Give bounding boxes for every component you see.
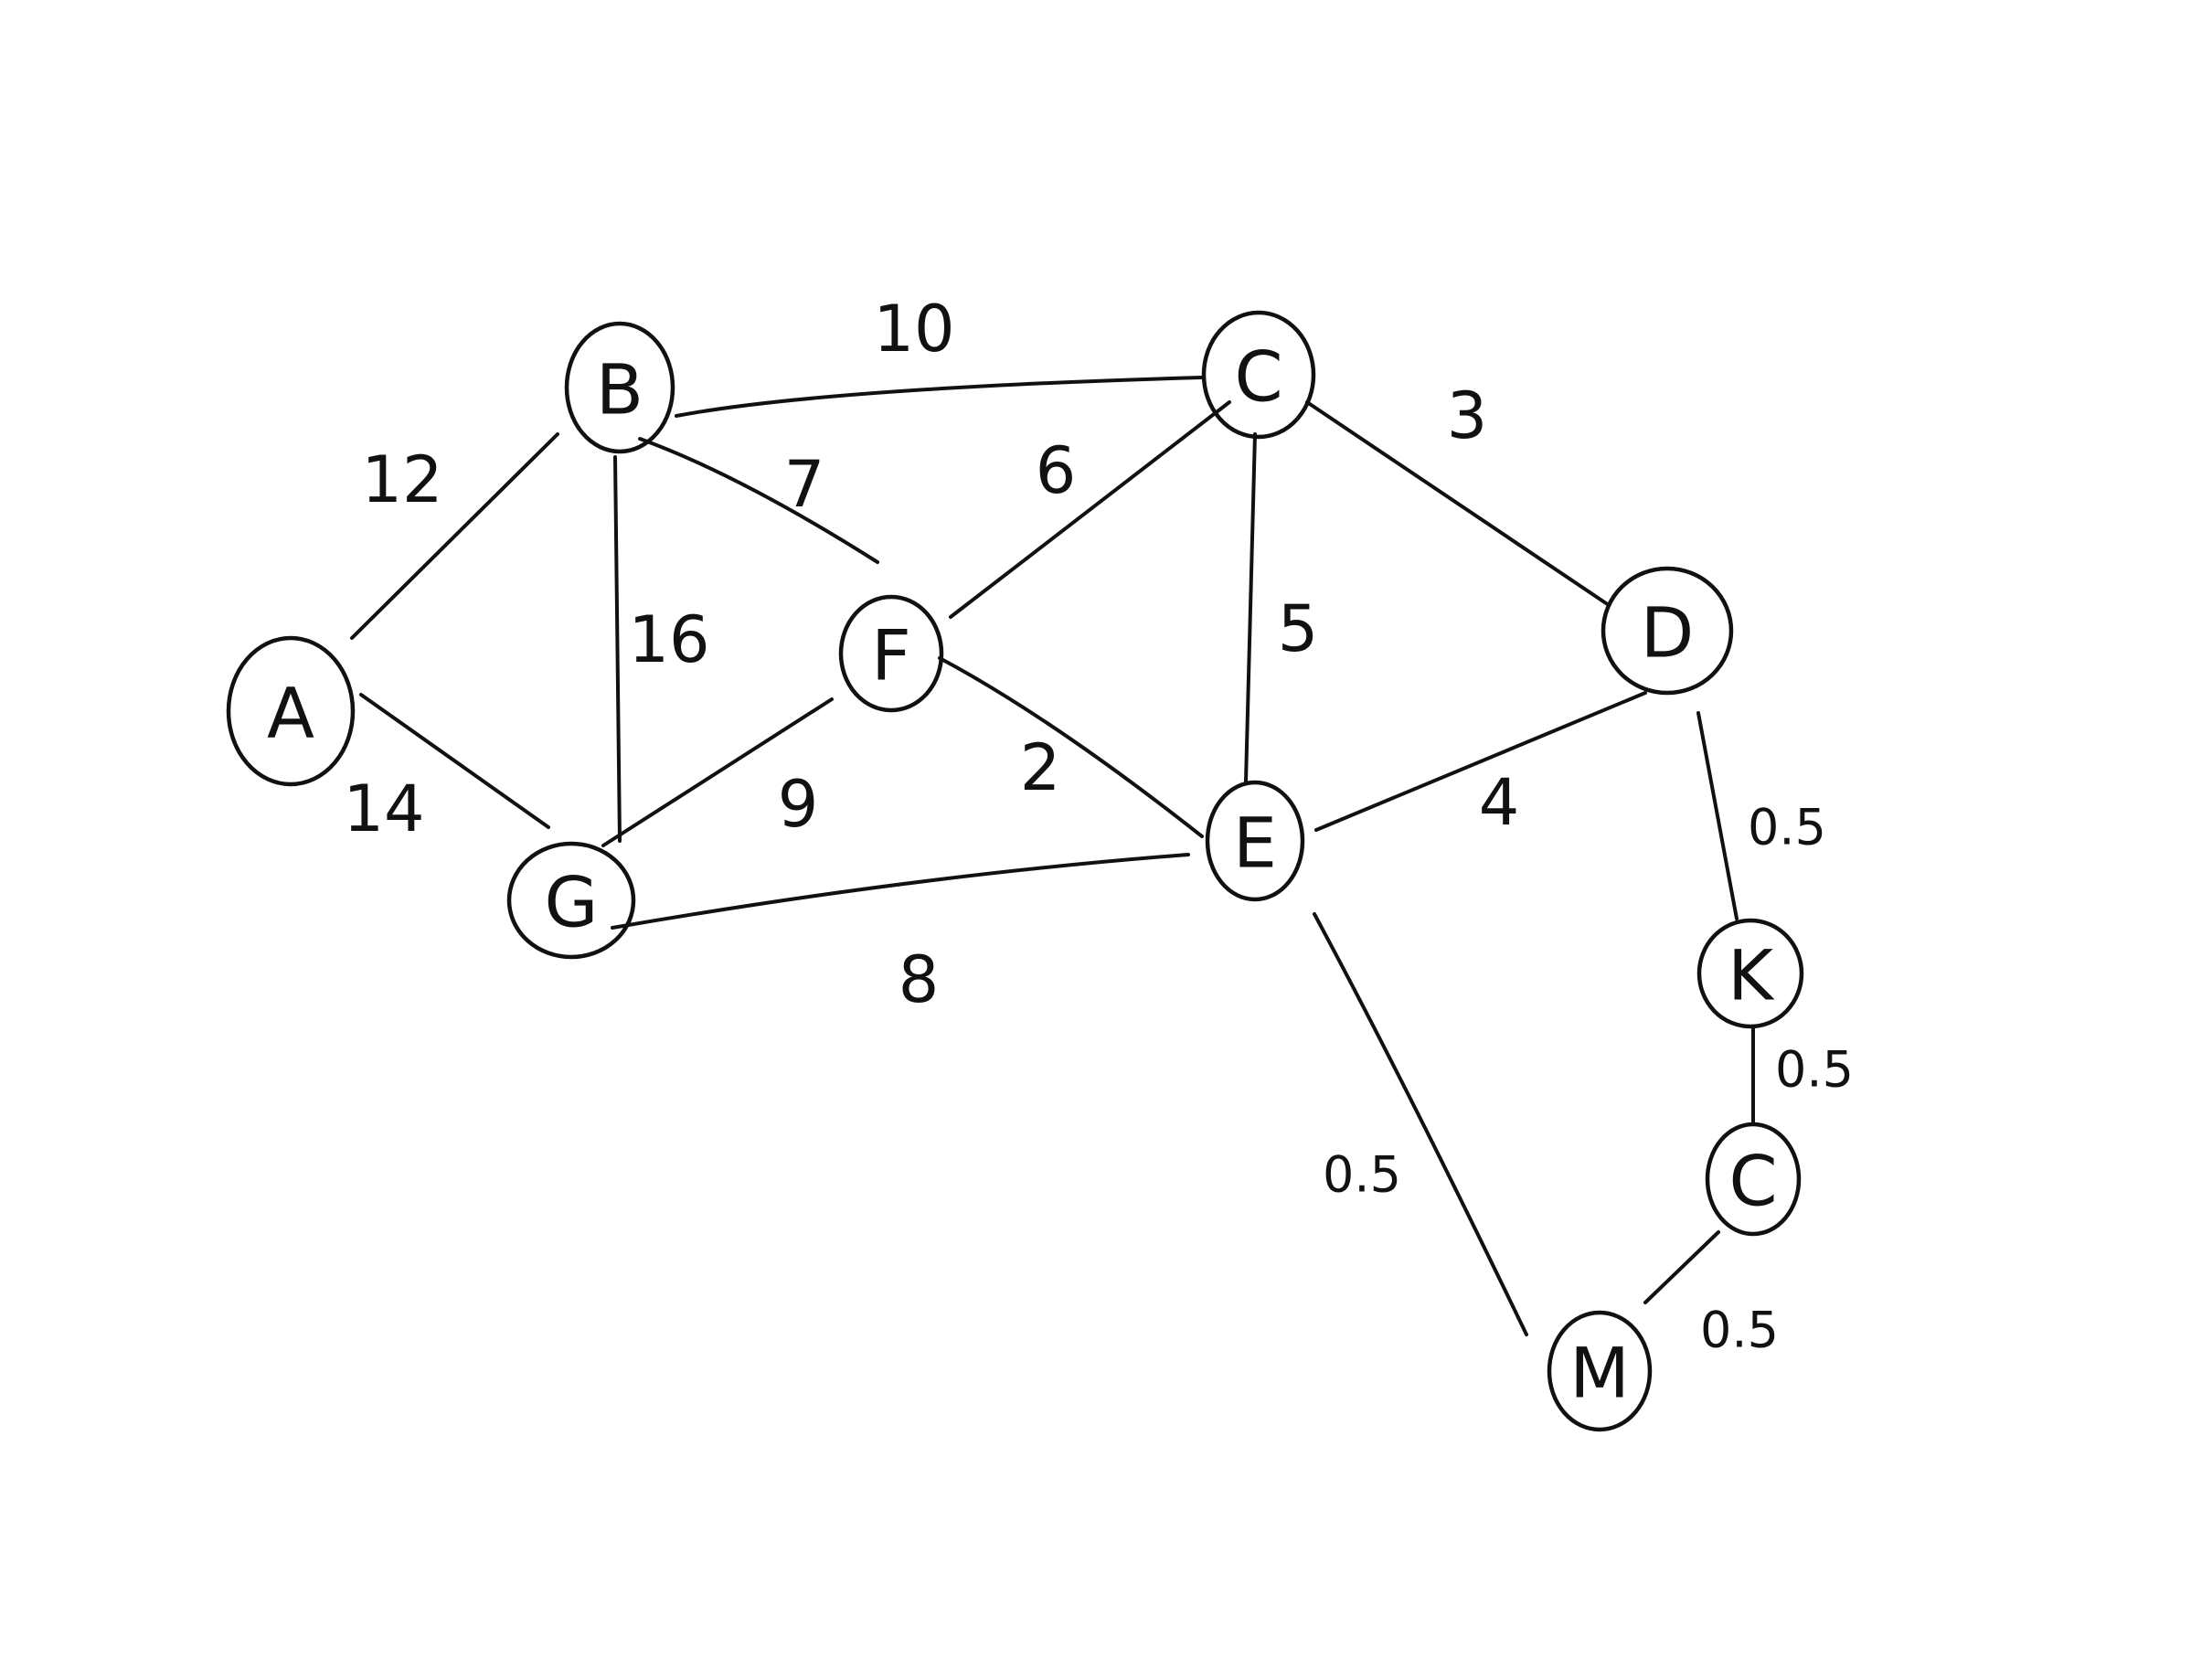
node-label-f: F [871,615,911,697]
edge-e-d [1314,691,1647,832]
node-label-k: K [1728,935,1775,1016]
edge-weight-f-e: 2 [1020,730,1061,805]
edge-weight-e-m: 0.5 [1323,1146,1401,1204]
edge-a-g [359,693,550,829]
node-label-d: D [1641,592,1695,674]
edge-e-m [1313,912,1528,1336]
edges-layer [350,376,1755,1336]
edge-weight-f-g: 9 [778,767,819,842]
node-label-b: B [596,349,643,431]
edge-g-e [611,853,1190,930]
edge-a-b [350,432,559,640]
edge-weight-g-e: 8 [899,942,940,1017]
edge-l-m [1643,1230,1720,1304]
edge-d-k [1696,711,1739,920]
node-label-l: C [1728,1141,1777,1222]
edge-c-f [949,400,1231,619]
node-e: E [1205,780,1305,902]
edge-b-f [638,437,879,564]
node-label-m: M [1569,1333,1630,1414]
edge-weight-l-m: 0.5 [1700,1302,1779,1359]
edge-weight-k-l: 0.5 [1775,1041,1854,1099]
edge-weight-c-e: 5 [1278,591,1319,666]
weights-layer: 12 14 10 7 16 6 5 3 9 2 8 4 0.5 0.5 0.5 0.5 [343,292,1853,1359]
edge-weight-a-g: 14 [343,771,424,846]
node-circle-b [564,321,675,454]
node-circle-f [838,594,944,713]
node-b: B [564,321,675,454]
edge-c-d [1305,400,1611,607]
node-label-e: E [1233,803,1277,884]
edge-weight-a-b: 12 [361,442,442,517]
node-circle-d [1601,566,1734,696]
nodes-layer: A B C D E F G K C M [226,310,1804,1432]
node-circle-l [1705,1122,1802,1237]
node-c: C [1201,310,1316,440]
node-g: G [506,841,636,960]
edge-weight-c-d: 3 [1447,378,1488,453]
node-circle-m [1547,1310,1653,1432]
edge-weight-b-f: 7 [784,447,825,522]
node-circle-a [226,635,356,787]
node-circle-e [1205,780,1305,902]
node-f: F [838,594,944,713]
node-l: C [1705,1122,1802,1237]
edge-weight-c-f: 6 [1036,433,1077,508]
node-circle-k [1696,918,1804,1029]
edge-f-e [938,656,1204,838]
node-label-c: C [1234,336,1282,418]
edge-f-g [601,697,834,847]
edge-weight-e-d: 4 [1479,765,1520,840]
node-k: K [1696,918,1804,1029]
node-m: M [1547,1310,1653,1432]
edge-weight-d-k: 0.5 [1748,799,1826,856]
node-label-a: A [267,673,314,754]
edge-weight-b-g: 16 [628,602,709,677]
edge-b-c [675,376,1204,418]
node-circle-g [506,841,636,960]
node-a: A [226,635,356,787]
edge-weight-b-c: 10 [873,292,954,367]
node-label-g: G [545,862,599,943]
edge-b-g [613,455,622,843]
edge-c-e [1244,432,1257,783]
node-circle-c [1201,310,1316,440]
node-d: D [1601,566,1734,696]
